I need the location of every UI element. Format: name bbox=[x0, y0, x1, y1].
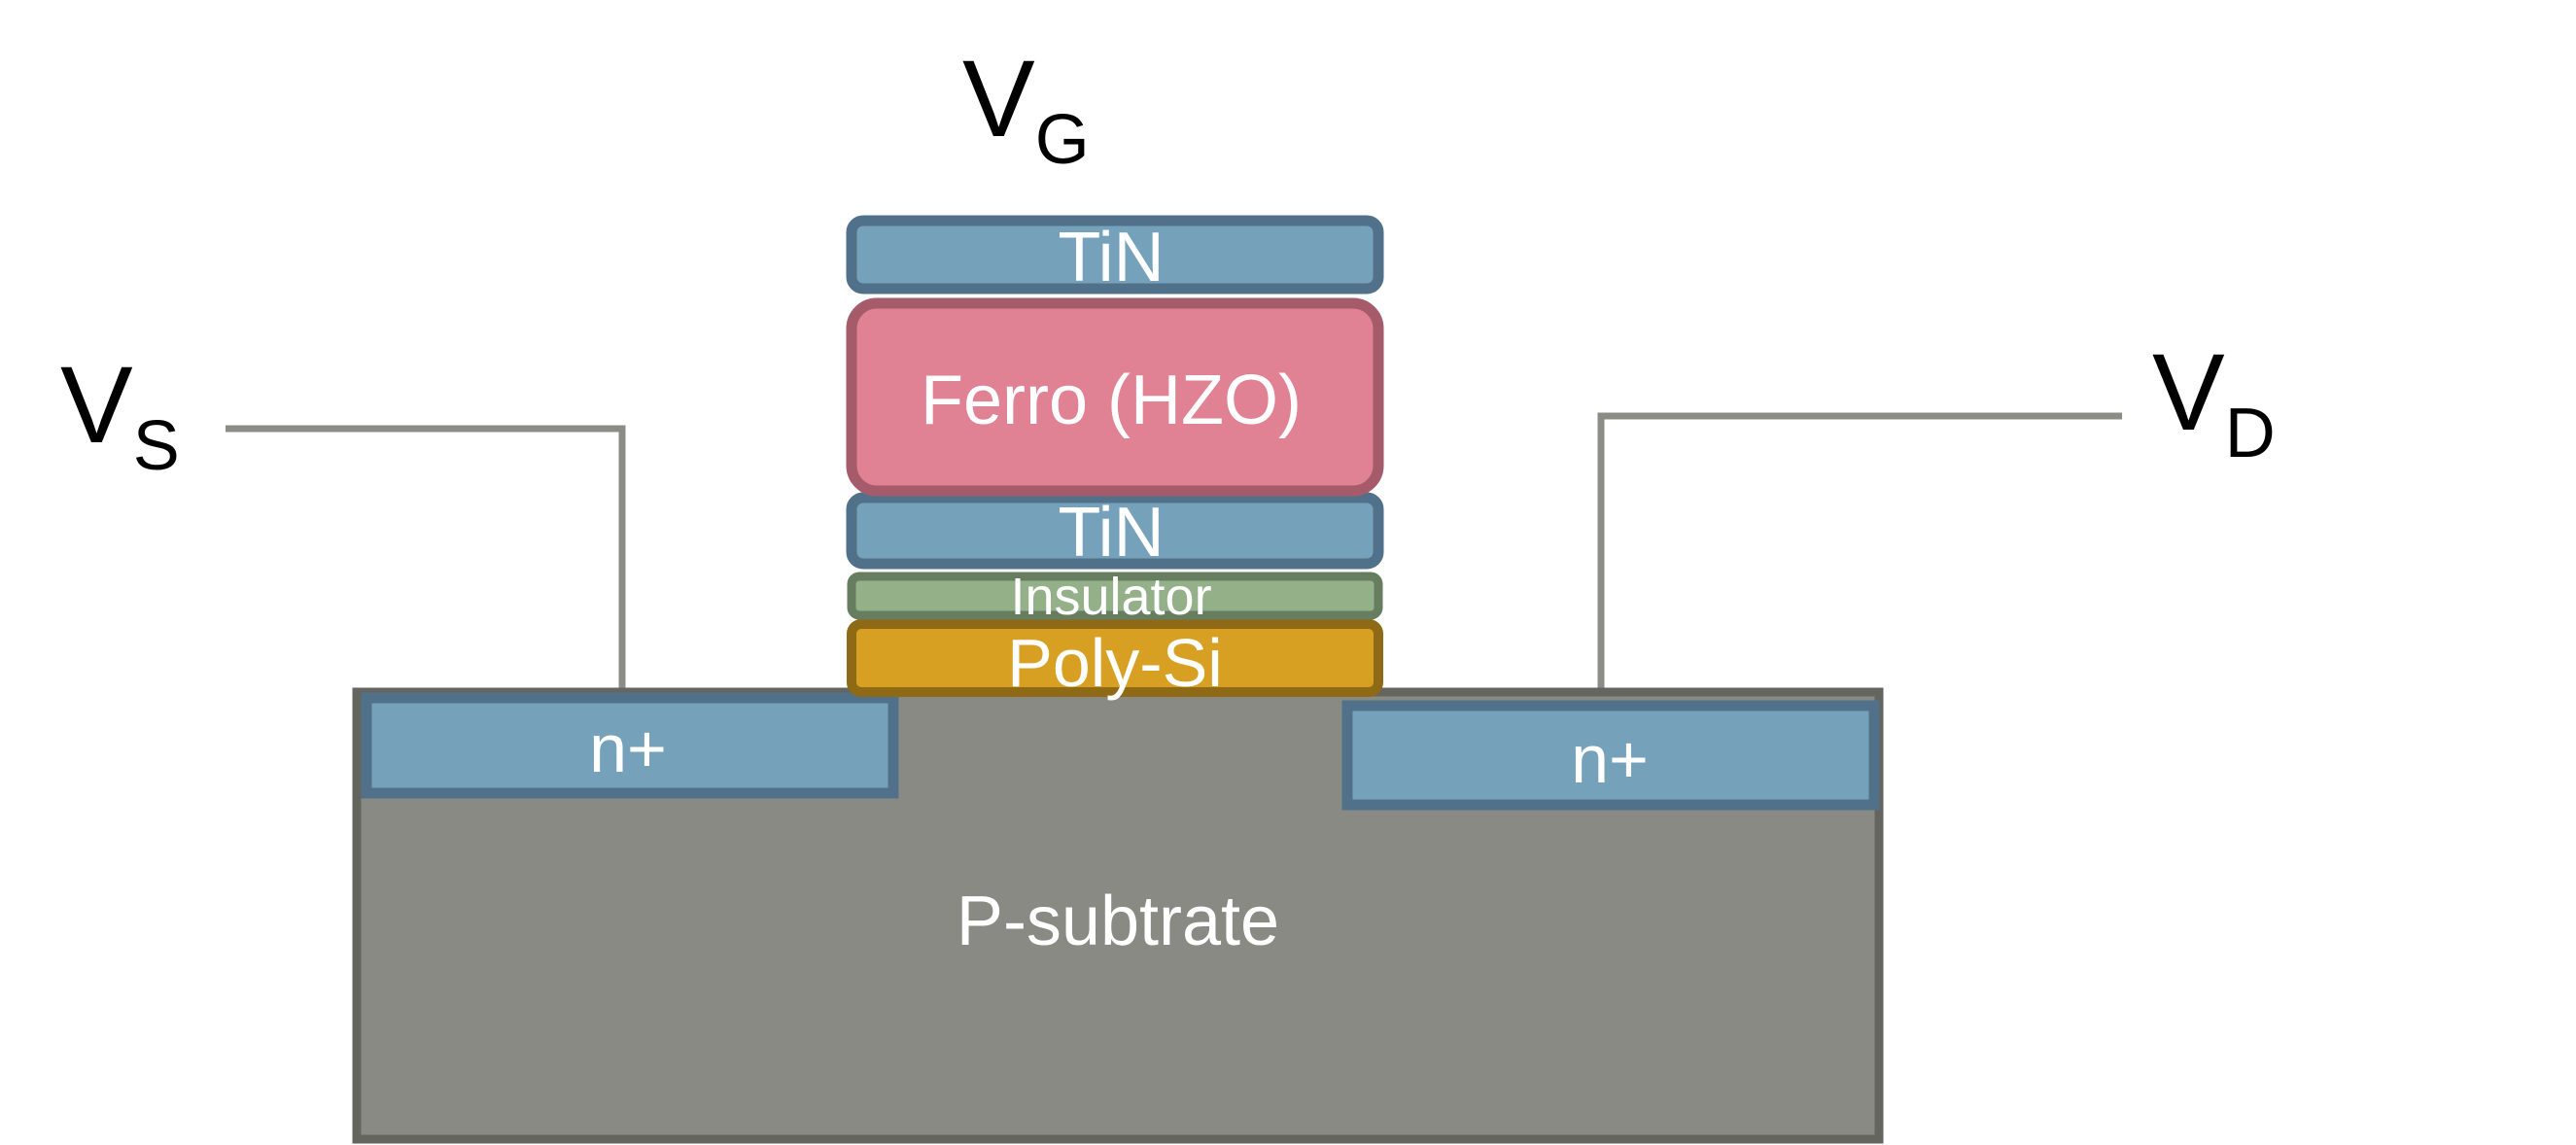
poly-si-label: Poly-Si bbox=[1007, 625, 1223, 701]
ferro-hzo-layer bbox=[846, 297, 1384, 497]
insulator-label: Insulator bbox=[1010, 568, 1211, 626]
gate-terminal-main: V bbox=[962, 38, 1035, 159]
svg-text:VD: VD bbox=[2152, 331, 2276, 472]
source-wire bbox=[226, 425, 626, 692]
tin-top-label: TiN bbox=[1058, 219, 1164, 296]
tin-bottom-electrode bbox=[846, 492, 1384, 570]
drain-wire bbox=[1597, 412, 2122, 692]
poly-si-layer bbox=[847, 619, 1383, 697]
drain-terminal-sub: D bbox=[2225, 395, 2276, 472]
drain-terminal-main: V bbox=[2152, 331, 2225, 453]
source-terminal-main: V bbox=[60, 344, 133, 466]
insulator-layer bbox=[847, 572, 1383, 620]
tin-top-electrode bbox=[846, 215, 1384, 295]
source-terminal-sub: S bbox=[133, 407, 180, 485]
substrate-label: P-subtrate bbox=[957, 883, 1279, 960]
ferro-hzo-label: Ferro (HZO) bbox=[921, 362, 1302, 439]
svg-text:VS: VS bbox=[60, 344, 180, 485]
n-plus-drain-label: n+ bbox=[1571, 721, 1649, 797]
drain-terminal-label: VD bbox=[2152, 331, 2276, 472]
gate-terminal-label: VG bbox=[962, 38, 1090, 179]
n-plus-drain-region bbox=[1341, 700, 1880, 811]
tin-bottom-label: TiN bbox=[1058, 494, 1164, 572]
n-plus-source-region bbox=[361, 692, 899, 799]
svg-text:VG: VG bbox=[962, 38, 1090, 179]
gate-terminal-sub: G bbox=[1035, 101, 1090, 179]
n-plus-source-label: n+ bbox=[589, 711, 667, 786]
source-terminal-label: VS bbox=[60, 344, 180, 485]
